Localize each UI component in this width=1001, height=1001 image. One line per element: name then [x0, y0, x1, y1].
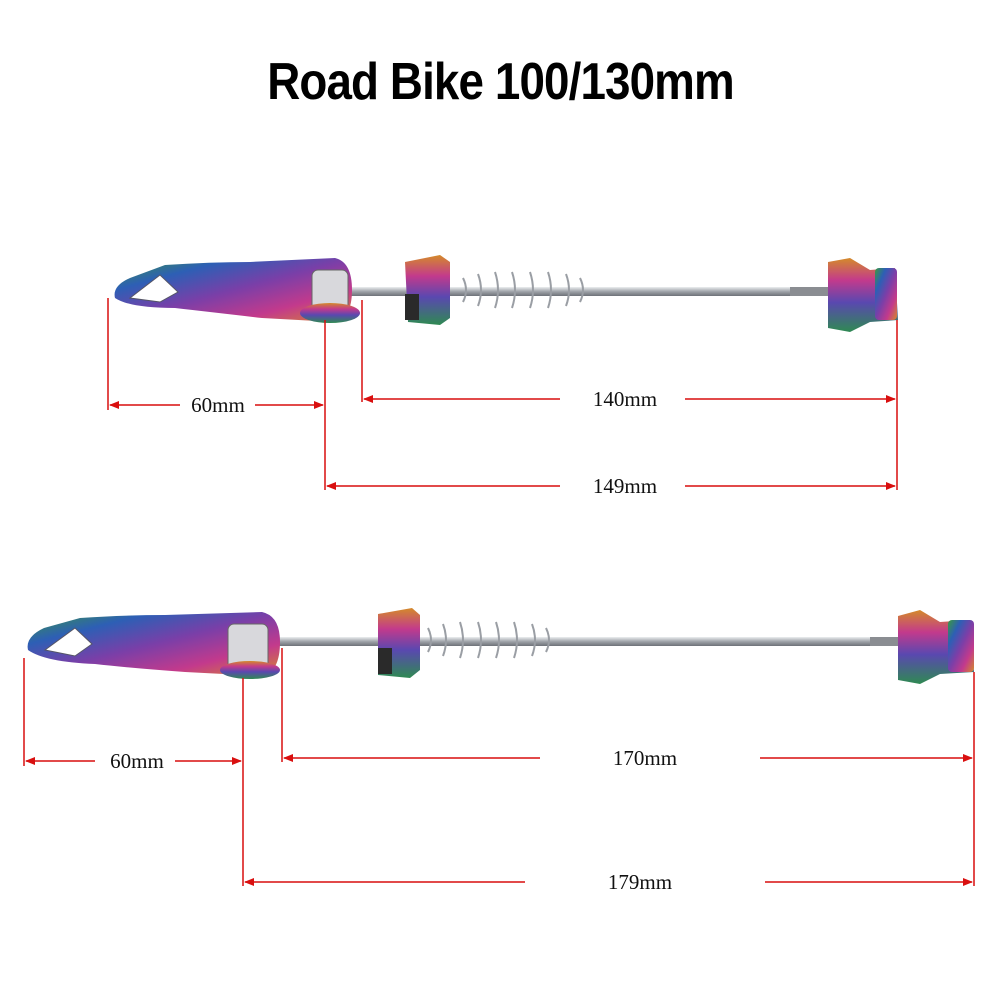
rear-rod-dimension: 170mm — [613, 746, 677, 770]
rear-lever-dimension: 60mm — [110, 749, 164, 773]
rear-skewer-end-nut — [898, 610, 974, 684]
rear-dimension-lines — [23, 648, 975, 886]
page-title: Road Bike 100/130mm — [267, 53, 734, 111]
front-lever-dimension: 60mm — [191, 393, 245, 417]
front-skewer: 60mm 140mm 149mm — [107, 255, 898, 498]
front-skewer-cone-nut — [405, 255, 450, 325]
rear-skewer-cone-nut — [378, 608, 420, 678]
front-rod-dimension: 140mm — [593, 387, 657, 411]
front-total-dimension: 149mm — [593, 474, 657, 498]
rear-skewer-lever — [27, 612, 280, 679]
rear-total-dimension: 179mm — [608, 870, 672, 894]
front-skewer-spring — [462, 271, 584, 309]
rear-skewer-spring — [427, 621, 550, 659]
front-dimension-lines — [107, 298, 898, 490]
front-skewer-rod — [345, 287, 830, 296]
front-skewer-end-nut — [828, 258, 898, 332]
rear-skewer-rod — [265, 637, 905, 646]
front-skewer-lever — [114, 258, 360, 323]
rear-skewer: 60mm 170mm 179mm — [23, 608, 975, 894]
